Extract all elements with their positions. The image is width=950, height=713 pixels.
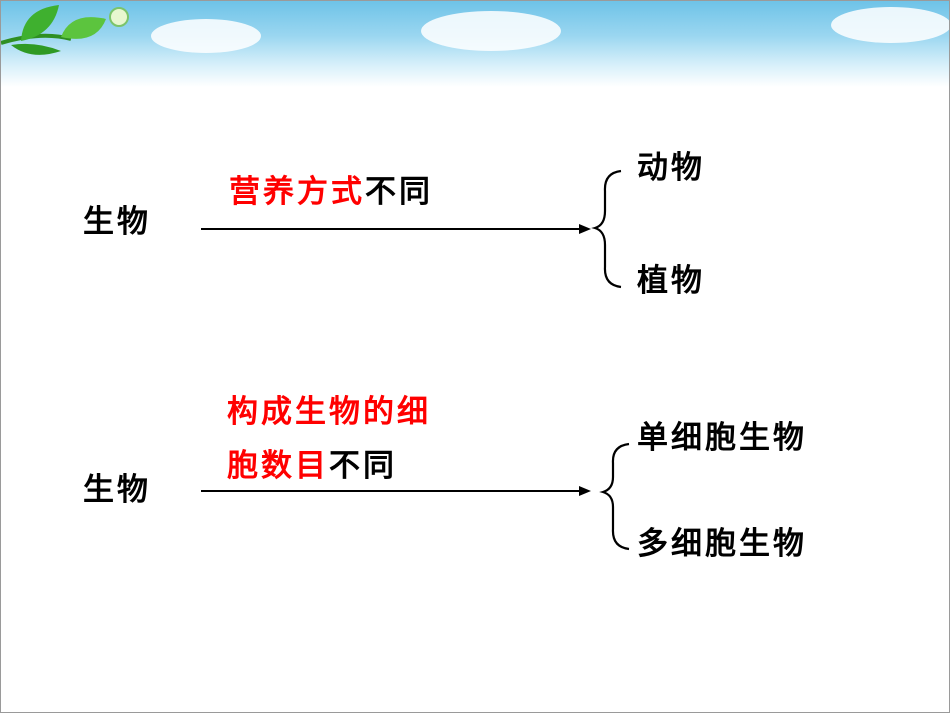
cloud-icon: [831, 7, 949, 43]
cloud-icon: [421, 11, 561, 51]
source-label-2: 生物: [83, 472, 151, 508]
source-label-1: 生物: [83, 204, 151, 240]
sky-banner: [1, 1, 949, 87]
criterion-highlight-1: 营养方式: [229, 174, 365, 210]
criterion-label-2b: 胞数目不同: [227, 451, 397, 482]
criterion-rest-2: 不同: [329, 448, 397, 484]
criterion-highlight-2b: 胞数目: [227, 448, 329, 484]
criterion-label-1: 营养方式不同: [229, 177, 433, 208]
branch-multicellular: 多细胞生物: [637, 526, 807, 562]
cloud-icon: [151, 19, 261, 53]
branch-animal: 动物: [637, 150, 705, 186]
criterion-rest-1: 不同: [365, 174, 433, 210]
criterion-highlight-2a: 构成生物的细: [227, 394, 431, 430]
leaf-sprout-icon: [1, 5, 129, 55]
branch-unicellular: 单细胞生物: [637, 420, 807, 456]
branch-plant: 植物: [637, 263, 705, 299]
